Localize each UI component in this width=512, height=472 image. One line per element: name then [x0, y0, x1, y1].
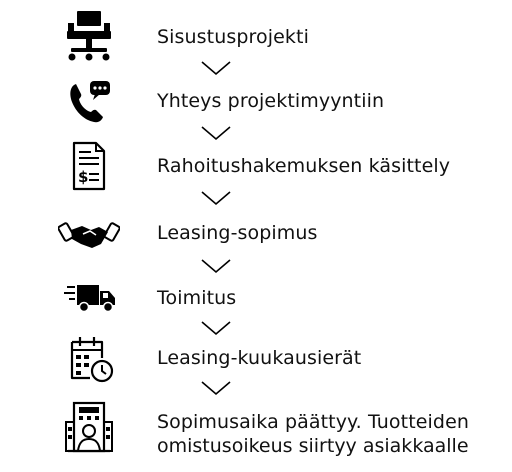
step-label-line-2: omistusoikeus siirtyy asiakkaalle: [157, 435, 469, 457]
step-label: Leasing-kuukausierät: [157, 347, 362, 369]
step-label: Leasing-sopimus: [157, 222, 318, 244]
calendar-clock-icon: [70, 337, 114, 383]
phone-message-icon: [70, 81, 110, 123]
person-building-icon: [65, 401, 113, 453]
invoice-document-icon: $: [72, 141, 106, 191]
chevron-down-icon: [201, 61, 231, 76]
chevron-down-icon: [201, 126, 231, 141]
step-label: Sopimusaika päättyy. Tuotteiden: [157, 411, 469, 433]
delivery-truck-icon: [64, 285, 115, 313]
step-label: Toimitus: [157, 287, 237, 309]
chevron-down-icon: [201, 381, 231, 396]
handshake-icon: [58, 222, 120, 248]
chevron-down-icon: [201, 191, 231, 206]
chevron-down-icon: [201, 321, 231, 336]
step-label: Yhteys projektimyyntiin: [157, 90, 385, 112]
step-label: Sisustusprojekti: [157, 26, 309, 48]
step-label: Rahoitushakemuksen käsittely: [157, 155, 451, 177]
office-chair-icon: [67, 11, 111, 61]
svg-text:$: $: [78, 168, 88, 186]
chevron-down-icon: [201, 259, 231, 274]
